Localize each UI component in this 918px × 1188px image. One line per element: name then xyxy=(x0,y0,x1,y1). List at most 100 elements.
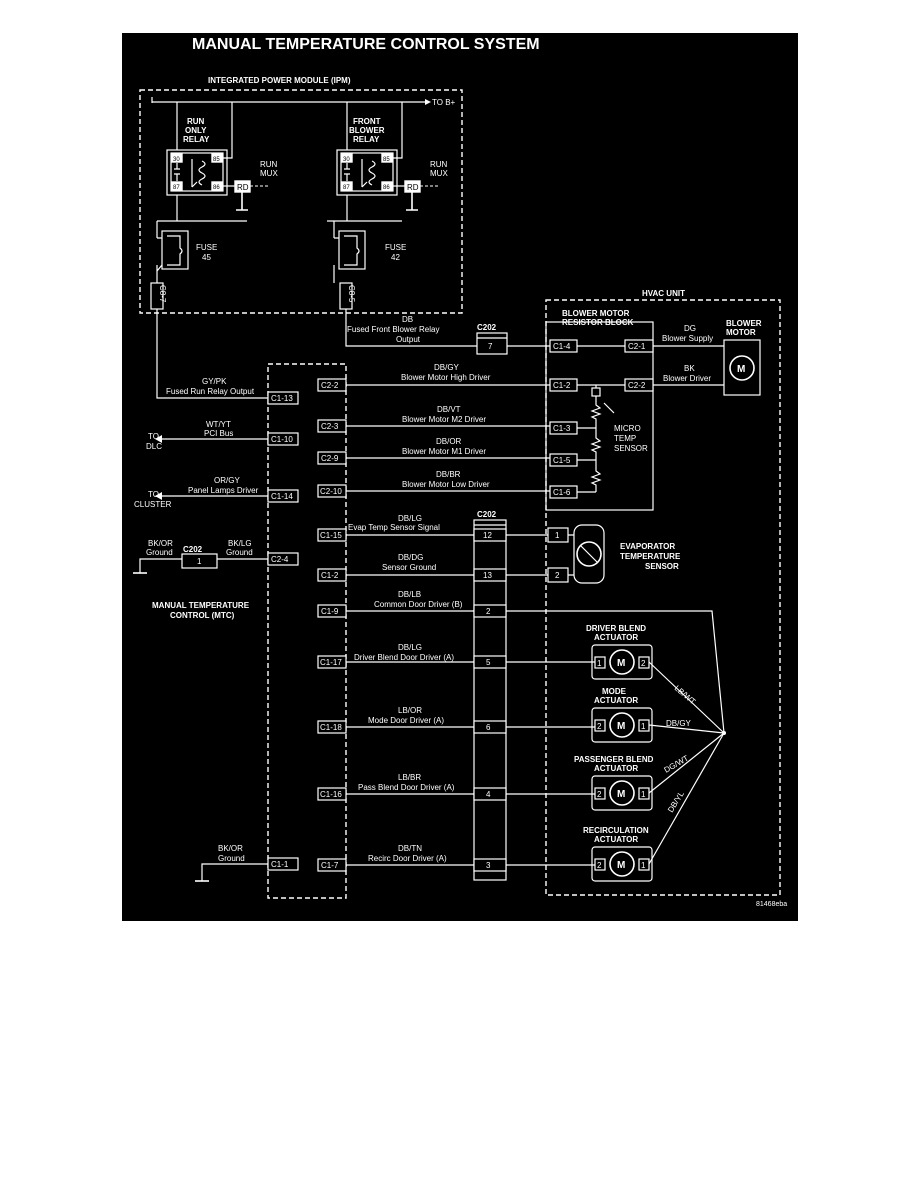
driver-blend-pin-1: 1 xyxy=(597,659,602,668)
ipm-title: INTEGRATED POWER MODULE (IPM) xyxy=(208,76,351,85)
micro-temp-label-1: MICRO xyxy=(614,424,641,433)
driver-blend-label-1: DRIVER BLEND xyxy=(586,624,646,633)
blower-relay-rd: RD xyxy=(407,183,419,192)
driver-blend-motor-icon xyxy=(609,649,635,675)
resistor-block xyxy=(545,321,654,511)
res-pin-c1-4-label: C1-4 xyxy=(553,342,571,351)
passenger-blend-actuator: 2 1 M xyxy=(591,775,653,811)
blower-relay-label-2: BLOWER xyxy=(349,126,385,135)
mtc-pin-c1-15-label: C1-15 xyxy=(320,531,342,540)
figure-id: 81468eba xyxy=(756,901,787,908)
mtc-pin-c2-10-label: C2-10 xyxy=(320,487,342,496)
mode-pin-1: 1 xyxy=(641,722,646,731)
motor-pin-c2-2-label: C2-2 xyxy=(628,381,646,390)
mtc-boundary xyxy=(267,363,347,899)
run-relay-pin-86: 86 xyxy=(213,185,220,191)
res-pin-c1-2-label: C1-2 xyxy=(553,381,571,390)
hvac-title: HVAC UNIT xyxy=(642,289,685,298)
bkor-ground: Ground xyxy=(146,548,173,557)
run-relay-label-1: RUN xyxy=(187,117,205,126)
blower-motor-label-2: MOTOR xyxy=(726,328,756,337)
blower-relay-label-3: RELAY xyxy=(353,135,380,144)
mtc-pin-c2-2-label: C2-2 xyxy=(321,381,339,390)
recirculation-actuator: 2 1 M xyxy=(591,846,653,882)
blower-feed-c202-label: C202 xyxy=(477,323,497,332)
blower-relay-pin-30: 30 xyxy=(343,157,350,163)
to-b-plus-label: TO B+ xyxy=(432,98,456,107)
c202-pin-2 xyxy=(473,604,507,618)
fuse-45-label-2: 45 xyxy=(202,253,211,262)
wiring-diagram: MANUAL TEMPERATURE CONTROL SYSTEM INTEGR… xyxy=(122,33,798,921)
mtc-pin-c1-9-label: C1-9 xyxy=(321,607,339,616)
run-relay-label-2: ONLY xyxy=(185,126,207,135)
blower-motor-icon xyxy=(729,355,755,381)
ipm-conn-c8-7-label: C8-7 xyxy=(158,285,167,303)
micro-temp-label-2: TEMP xyxy=(614,434,636,443)
c202-circuit-4-desc: Mode Door Driver (A) xyxy=(368,716,444,725)
mtc-pin-c1-10-label: C1-10 xyxy=(271,435,293,444)
c202-circuit-1-desc: Sensor Ground xyxy=(382,563,436,572)
recirc-pin-2: 2 xyxy=(597,861,602,870)
mtc-pin-c1-17-label: C1-17 xyxy=(320,658,342,667)
to-dlc-label-2: DLC xyxy=(146,442,162,451)
to-cluster-label-2: CLUSTER xyxy=(134,500,172,509)
recirc-label-1: RECIRCULATION xyxy=(583,826,649,835)
wtyt-desc: PCI Bus xyxy=(204,429,233,438)
circuit-1-wire: DB/VT xyxy=(437,405,461,414)
blower-feed-wire-label: DB xyxy=(402,315,413,324)
res-pin-c1-6-label: C1-6 xyxy=(553,488,571,497)
driver-blend-pin-2: 2 xyxy=(641,659,646,668)
mtc-pin-c1-18-label: C1-18 xyxy=(320,723,342,732)
wiring-diagram-svg: MANUAL TEMPERATURE CONTROL SYSTEM INTEGR… xyxy=(133,36,787,908)
to-dlc-label-1: TO xyxy=(148,432,159,441)
evap-sensor-icon xyxy=(576,541,602,567)
wire-gypk xyxy=(156,309,268,399)
mode-label-1: MODE xyxy=(602,687,627,696)
recirc-m: M xyxy=(617,860,625,871)
c202-circuit-2-wire: DB/LB xyxy=(398,590,421,599)
c202-pin-13 xyxy=(473,568,507,582)
mtc-c202-box xyxy=(181,553,218,569)
c202-pin-12 xyxy=(473,528,507,542)
res-pin-c1-5-label: C1-5 xyxy=(553,456,571,465)
mode-pin-2: 2 xyxy=(597,722,602,731)
run-relay-pin-30: 30 xyxy=(173,157,180,163)
mtc-pin-c1-13-label: C1-13 xyxy=(271,394,293,403)
to-cluster-arrow xyxy=(155,492,162,500)
mtc-c202-pin-1: 1 xyxy=(197,557,202,566)
c202-pin-5-label: 5 xyxy=(486,658,491,667)
dg-wire-label: DG xyxy=(684,324,696,333)
fuse-45-label-1: FUSE xyxy=(196,243,217,252)
wire-db-blower-feed xyxy=(345,309,477,347)
mtc-pin-c2-4-label: C2-4 xyxy=(271,555,289,564)
c202-column-label: C202 xyxy=(477,510,497,519)
b-plus-arrow xyxy=(425,99,431,105)
run-relay-pin-85: 85 xyxy=(213,157,220,163)
mtc-title-2: CONTROL (MTC) xyxy=(170,611,235,620)
mtc-pin-c1-2-label: C1-2 xyxy=(321,571,339,580)
bkor2-ground: Ground xyxy=(218,854,245,863)
blower-relay-label-1: FRONT xyxy=(353,117,381,126)
mtc-module: MANUAL TEMPERATURE CONTROL (MTC) C1-13 C… xyxy=(133,363,595,899)
c202-pin-13-label: 13 xyxy=(483,571,492,580)
orgy-desc: Panel Lamps Driver xyxy=(188,486,259,495)
c202-pin-3-label: 3 xyxy=(486,861,491,870)
to-cluster-label-1: TO xyxy=(148,490,159,499)
motor-pin-c2-1-label: C2-1 xyxy=(628,342,646,351)
evap-pin-1: 1 xyxy=(555,531,560,540)
driver-blend-actuator: 1 2 M xyxy=(591,644,653,680)
circuit-3-wire: DB/BR xyxy=(436,470,461,479)
blower-relay-ground-icon xyxy=(406,192,418,211)
run-relay-pin-87: 87 xyxy=(173,185,180,191)
c202-pin-6-label: 6 xyxy=(486,723,491,732)
c202-circuit-3-wire: DB/LG xyxy=(398,643,422,652)
resistor-block-label-1: BLOWER MOTOR xyxy=(562,309,630,318)
fuse-45-icon xyxy=(161,230,189,270)
c202-pin-4-label: 4 xyxy=(486,790,491,799)
diag-wire-lbwt: LB/WT xyxy=(673,684,698,707)
blower-motor-label-1: BLOWER xyxy=(726,319,762,328)
c202-circuit-6-wire: DB/TN xyxy=(398,844,422,853)
run-relay-label-3: RELAY xyxy=(183,135,210,144)
bk-wire-label: BK xyxy=(684,364,695,373)
c202-pin-12-label: 12 xyxy=(483,531,492,540)
